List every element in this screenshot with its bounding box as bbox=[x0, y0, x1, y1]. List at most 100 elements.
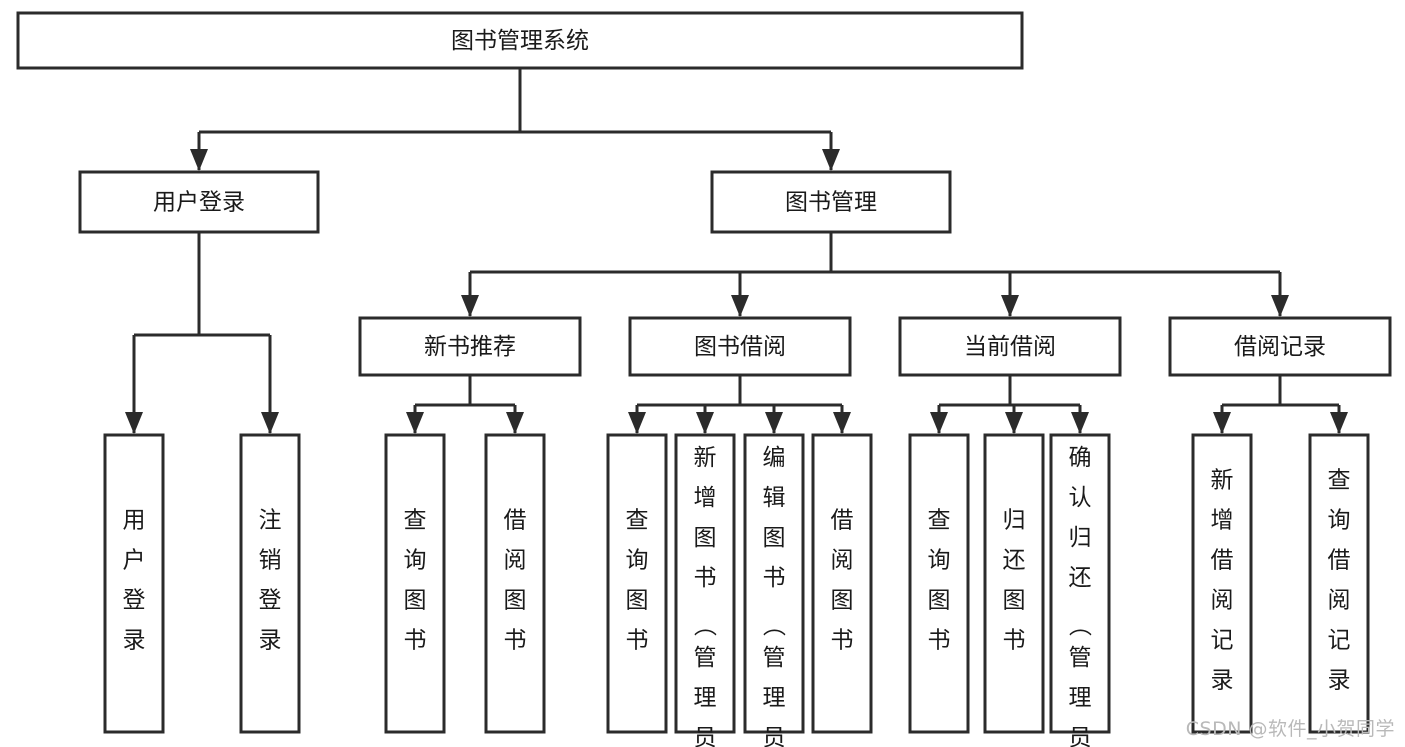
node-label-char: 查 bbox=[1328, 468, 1351, 494]
node-label-char: 员 bbox=[763, 725, 786, 747]
arrow-head-icon bbox=[461, 295, 479, 317]
node-label-char: 阅 bbox=[504, 548, 527, 574]
node-label-char: 新 bbox=[1211, 468, 1234, 494]
node-label-char: 图 bbox=[1003, 588, 1026, 614]
node-box bbox=[103, 433, 165, 734]
node-label-char: 阅 bbox=[831, 548, 854, 574]
arrow-head-icon bbox=[1213, 412, 1231, 434]
node-box bbox=[983, 433, 1045, 734]
node-label-char: 书 bbox=[404, 628, 427, 654]
arrow-head-icon bbox=[406, 412, 424, 434]
node-box bbox=[811, 433, 873, 734]
node-root[interactable]: 图书管理系统 bbox=[16, 11, 1024, 70]
node-label-char: 录 bbox=[1211, 668, 1234, 694]
node-label-char: 员 bbox=[1069, 725, 1092, 747]
arrow-head-icon bbox=[1001, 295, 1019, 317]
node-label-char: 书 bbox=[763, 565, 786, 591]
arrow-head-icon bbox=[696, 412, 714, 434]
node-label-char: 借 bbox=[1211, 548, 1234, 574]
arrow-head-icon bbox=[1271, 295, 1289, 317]
node-box bbox=[358, 316, 582, 377]
node-label-char: 注 bbox=[259, 508, 282, 534]
node-box bbox=[1049, 433, 1111, 734]
node-label-char: 归 bbox=[1003, 508, 1026, 534]
node-label-char: 理 bbox=[1069, 685, 1092, 711]
arrow-head-icon bbox=[628, 412, 646, 434]
arrow-head-icon bbox=[1005, 412, 1023, 434]
csdn-watermark: CSDN @软件_小贺同学 bbox=[1185, 718, 1395, 740]
node-label-char: 销 bbox=[259, 548, 282, 574]
node-label: 图书管理系统 bbox=[451, 28, 589, 54]
arrow-head-icon bbox=[822, 149, 840, 171]
node-label-char: 登 bbox=[259, 588, 282, 614]
node-box bbox=[898, 316, 1122, 377]
node-label-char: 户 bbox=[123, 548, 146, 574]
arrow-head-icon bbox=[731, 295, 749, 317]
arrow-head-icon bbox=[1071, 412, 1089, 434]
node-borrow_record[interactable]: 借阅记录 bbox=[1168, 316, 1392, 377]
node-label-char: 图 bbox=[694, 525, 717, 551]
node-label: 图书借阅 bbox=[694, 334, 786, 360]
node-label-char: 理 bbox=[694, 685, 717, 711]
node-label-char: 录 bbox=[123, 628, 146, 654]
node-box bbox=[710, 170, 952, 234]
node-label-char: 录 bbox=[259, 628, 282, 654]
node-box bbox=[78, 170, 320, 234]
node-user_login[interactable]: 用户登录 bbox=[78, 170, 320, 234]
node-label-char: 记 bbox=[1211, 628, 1234, 654]
node-label-char: 图 bbox=[831, 588, 854, 614]
node-label-char: 辑 bbox=[763, 485, 786, 511]
arrow-head-icon bbox=[261, 412, 279, 434]
node-label-char: 登 bbox=[123, 588, 146, 614]
leaf-user-login[interactable]: 用户登录 bbox=[103, 433, 165, 734]
node-book_borrow[interactable]: 图书借阅 bbox=[628, 316, 852, 377]
node-book_manage[interactable]: 图书管理 bbox=[710, 170, 952, 234]
node-box bbox=[16, 11, 1024, 70]
node-label-char: 图 bbox=[404, 588, 427, 614]
node-label-char: 员 bbox=[694, 725, 717, 747]
connectors-layer bbox=[125, 68, 1348, 434]
node-current_borrow[interactable]: 当前借阅 bbox=[898, 316, 1122, 377]
node-box bbox=[743, 433, 805, 734]
node-label-char: 管 bbox=[694, 645, 717, 671]
node-label-char: 新 bbox=[694, 445, 717, 471]
node-label-char: 还 bbox=[1069, 565, 1092, 591]
nodes-layer: 图书管理系统用户登录图书管理新书推荐图书借阅当前借阅借阅记录用户登录注销登录查询… bbox=[16, 11, 1392, 747]
arrow-head-icon bbox=[190, 149, 208, 171]
node-label: 新书推荐 bbox=[424, 334, 516, 360]
node-box bbox=[1191, 433, 1253, 734]
node-label-char: （ bbox=[691, 614, 717, 637]
arrow-head-icon bbox=[125, 412, 143, 434]
node-label-char: 查 bbox=[626, 508, 649, 534]
arrow-head-icon bbox=[506, 412, 524, 434]
node-label-char: 书 bbox=[1003, 628, 1026, 654]
arrow-head-icon bbox=[930, 412, 948, 434]
node-label-char: 书 bbox=[831, 628, 854, 654]
node-box bbox=[908, 433, 970, 734]
node-box bbox=[1168, 316, 1392, 377]
node-label-char: 还 bbox=[1003, 548, 1026, 574]
node-label-char: 记 bbox=[1328, 628, 1351, 654]
node-new_book_rec[interactable]: 新书推荐 bbox=[358, 316, 582, 377]
arrow-head-icon bbox=[1330, 412, 1348, 434]
arrow-head-icon bbox=[765, 412, 783, 434]
node-label-char: 借 bbox=[831, 508, 854, 534]
node-box bbox=[484, 433, 546, 734]
node-label-char: 询 bbox=[404, 548, 427, 574]
node-label-char: 查 bbox=[928, 508, 951, 534]
node-label-char: 管 bbox=[1069, 645, 1092, 671]
node-box bbox=[674, 433, 736, 734]
